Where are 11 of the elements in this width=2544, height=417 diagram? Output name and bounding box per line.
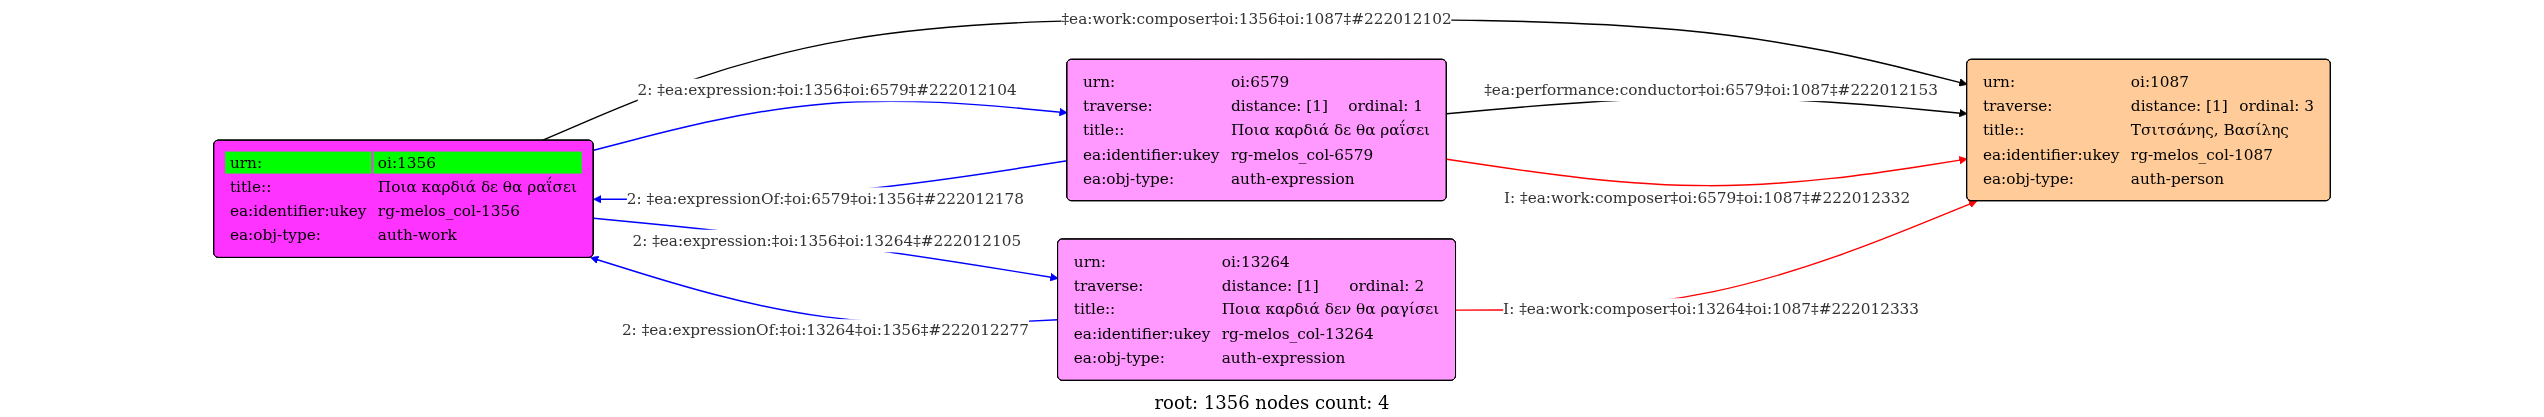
- caption: root: 1356 nodes count: 4: [1154, 392, 1390, 413]
- edge-label: 2: ‡ea:expressionOf:‡oi:6579‡oi:1356‡#222012178: [626, 189, 1025, 208]
- edge-label: ‡ea:performance:conductor‡oi:6579‡oi:1087‡#222012153: [1484, 80, 1938, 99]
- edge-label: ‡ea:work:composer‡oi:1356‡oi:1087‡#222012102: [1061, 9, 1452, 28]
- edge-label: I: ‡ea:work:composer‡oi:6579‡oi:1087‡#222012332: [1503, 188, 1911, 207]
- arrow: [1446, 156, 1968, 187]
- edge-label: 2: ‡ea:expressionOf:‡oi:13264‡oi:1356‡#222012277: [621, 321, 1029, 340]
- edge-label: 2: ‡ea:expression:‡oi:1356‡oi:6579‡#222012104: [637, 80, 1017, 99]
- edge-label: I: ‡ea:work:composer‡oi:13264‡oi:1087‡#222012333: [1503, 300, 1920, 319]
- arrow: [592, 217, 1059, 282]
- edge-label: 2: ‡ea:expression:‡oi:1356‡oi:13264‡#222012105: [632, 231, 1022, 250]
